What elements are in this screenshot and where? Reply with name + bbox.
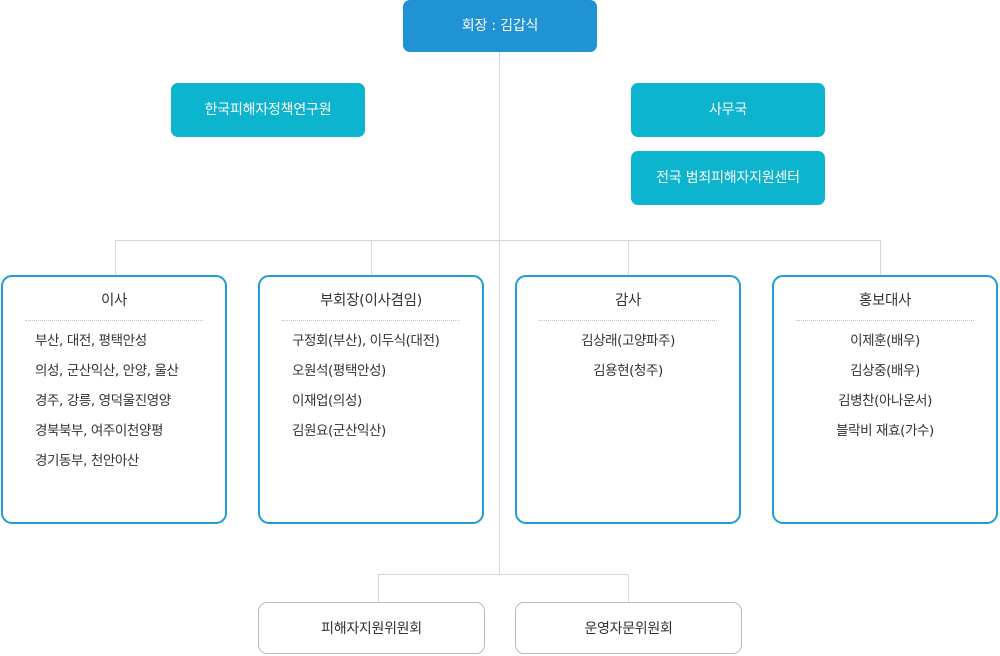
group-box-vice-chairmen[interactable]: 부회장(이사겸임) 구정회(부산), 이두식(대전) 오원석(평택안성) 이재업… — [258, 275, 484, 524]
list-item: 오원석(평택안성) — [292, 363, 386, 380]
list-item: 김용현(청주) — [593, 363, 663, 380]
connector-drop-group-2 — [371, 240, 372, 275]
list-item: 부산, 대전, 평택안성 — [35, 333, 147, 350]
group-list-ambassadors: 이제훈(배우) 김상중(배우) 김병찬(아나운서) 블락비 재효(가수) — [784, 334, 986, 438]
list-item: 의성, 군산익산, 안양, 울산 — [35, 363, 179, 380]
list-item: 김상래(고양파주) — [581, 333, 675, 350]
group-title-directors: 이사 — [100, 293, 128, 309]
connector-spine-vertical — [499, 52, 500, 574]
connector-drop-group-1 — [115, 240, 116, 275]
list-item: 블락비 재효(가수) — [836, 422, 934, 439]
node-victim-support-committee[interactable]: 피해자지원위원회 — [258, 602, 485, 654]
group-box-ambassadors[interactable]: 홍보대사 이제훈(배우) 김상중(배우) 김병찬(아나운서) 블락비 재효(가수… — [772, 275, 998, 524]
connector-drop-group-3 — [628, 240, 629, 275]
group-list-auditors: 김상래(고양파주) 김용현(청주) — [527, 334, 729, 379]
node-research-institute-label: 한국피해자정책연구원 — [204, 101, 332, 118]
group-separator-ambassadors — [796, 320, 974, 322]
list-item: 이제훈(배우) — [850, 333, 920, 350]
list-item: 김원요(군산익산) — [292, 422, 386, 439]
connector-groups-horizontal — [115, 240, 881, 241]
node-victim-support-committee-label: 피해자지원위원회 — [321, 621, 422, 637]
list-item: 경주, 강릉, 영덕울진영양 — [35, 393, 171, 410]
list-item: 경기동부, 천안아산 — [35, 452, 139, 469]
list-item: 경북북부, 여주이천양평 — [35, 422, 163, 439]
group-box-auditors[interactable]: 감사 김상래(고양파주) 김용현(청주) — [515, 275, 741, 524]
node-secretariat[interactable]: 사무국 — [631, 83, 825, 137]
connector-drop-committee-2 — [628, 574, 629, 602]
group-list-vice-chairmen: 구정회(부산), 이두식(대전) 오원석(평택안성) 이재업(의성) 김원요(군… — [270, 334, 472, 438]
node-national-victim-support-center-label: 전국 범죄피해자지원센터 — [656, 169, 800, 186]
node-operation-advisory-committee-label: 운영자문위원회 — [584, 621, 673, 637]
group-separator-auditors — [539, 320, 717, 322]
node-secretariat-label: 사무국 — [708, 101, 748, 118]
node-chairman-label: 회장 : 김갑식 — [461, 17, 539, 34]
list-item: 김상중(배우) — [850, 363, 920, 380]
group-box-directors[interactable]: 이사 부산, 대전, 평택안성 의성, 군산익산, 안양, 울산 경주, 강릉,… — [1, 275, 227, 524]
group-title-ambassadors: 홍보대사 — [858, 293, 912, 309]
node-national-victim-support-center[interactable]: 전국 범죄피해자지원센터 — [631, 151, 825, 205]
group-list-directors: 부산, 대전, 평택안성 의성, 군산익산, 안양, 울산 경주, 강릉, 영덕… — [13, 334, 215, 468]
node-chairman[interactable]: 회장 : 김갑식 — [403, 0, 597, 52]
list-item: 이재업(의성) — [292, 393, 362, 410]
group-title-auditors: 감사 — [614, 293, 642, 309]
connector-drop-group-4 — [880, 240, 881, 275]
group-separator-vice-chairmen — [282, 320, 460, 322]
connector-drop-committee-1 — [378, 574, 379, 602]
list-item: 김병찬(아나운서) — [838, 393, 932, 410]
group-title-vice-chairmen: 부회장(이사겸임) — [320, 293, 422, 309]
group-separator-directors — [25, 320, 203, 322]
connector-committees-horizontal — [378, 574, 629, 575]
node-research-institute[interactable]: 한국피해자정책연구원 — [171, 83, 365, 137]
list-item: 구정회(부산), 이두식(대전) — [292, 333, 440, 350]
node-operation-advisory-committee[interactable]: 운영자문위원회 — [515, 602, 742, 654]
